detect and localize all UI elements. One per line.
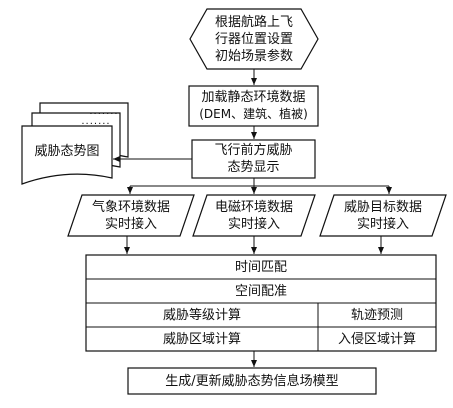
weather-line-2: 实时接入 bbox=[104, 216, 157, 232]
input-weather-label: 气象环境数据 实时接入 bbox=[74, 195, 188, 236]
threat-area-label: 威胁区域计算 bbox=[162, 331, 241, 347]
load-line-2: (DEM、建筑、植被) bbox=[199, 107, 308, 121]
weather-line-1: 气象环境数据 bbox=[91, 199, 170, 215]
doc-dots-back: ....... bbox=[89, 105, 119, 117]
threat-level-label: 威胁等级计算 bbox=[162, 307, 241, 323]
output-box bbox=[127, 367, 377, 395]
intrusion-area-label: 入侵区域计算 bbox=[337, 331, 416, 347]
start-node-label: 根据航路上飞 行器位置设置 初始场景参数 bbox=[190, 9, 318, 69]
em-line-2: 实时接入 bbox=[227, 216, 280, 232]
display-node-label: 飞行前方威胁 态势显示 bbox=[192, 140, 315, 178]
input-em-label: 电磁环境数据 实时接入 bbox=[199, 195, 309, 236]
space-align-label: 空间配准 bbox=[234, 283, 287, 299]
start-line-2: 行器位置设置 bbox=[214, 31, 293, 47]
start-line-1: 根据航路上飞 bbox=[214, 14, 293, 30]
threat-map-label: 威胁态势图 bbox=[34, 143, 100, 159]
load-line-1: 加载静态环境数据 bbox=[201, 90, 306, 105]
trajectory-label: 轨迹预测 bbox=[350, 307, 403, 323]
display-line-2: 态势显示 bbox=[227, 160, 280, 175]
start-hexagon bbox=[189, 8, 319, 70]
doc-front bbox=[21, 125, 113, 185]
load-node-label: 加载静态环境数据 (DEM、建筑、植被) bbox=[189, 86, 318, 126]
load-box bbox=[188, 85, 319, 127]
start-line-3: 初始场景参数 bbox=[214, 48, 293, 64]
time-match-label: 时间匹配 bbox=[234, 259, 287, 275]
threat-line-1: 威胁目标数据 bbox=[343, 199, 422, 215]
input-em bbox=[192, 194, 316, 237]
input-threat-label: 威胁目标数据 实时接入 bbox=[326, 195, 440, 236]
threat-line-2: 实时接入 bbox=[356, 216, 409, 232]
input-weather bbox=[67, 194, 195, 237]
doc-dots-front: ....... bbox=[81, 115, 111, 127]
output-node-label: 生成/更新威胁态势信息场模型 bbox=[165, 373, 339, 389]
display-line-1: 飞行前方威胁 bbox=[214, 143, 293, 158]
em-line-1: 电磁环境数据 bbox=[214, 199, 293, 215]
input-threat bbox=[319, 194, 447, 237]
